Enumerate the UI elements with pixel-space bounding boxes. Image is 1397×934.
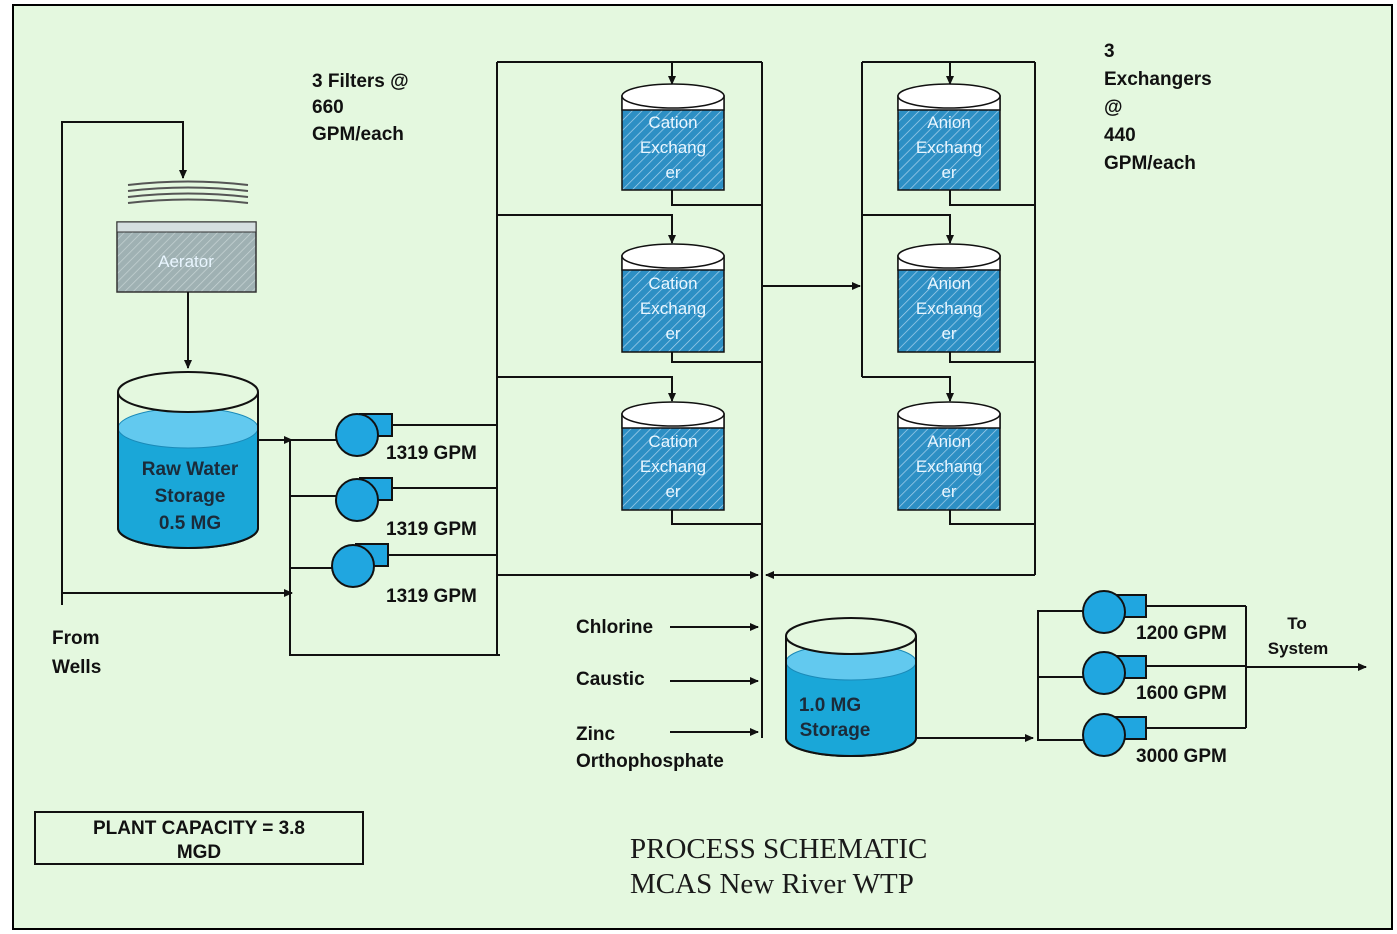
cation-exchanger-2: Cation Exchang er <box>621 243 725 353</box>
service-pump-3 <box>1082 713 1147 757</box>
exchangers-label-line-1: 3 <box>1104 41 1115 62</box>
cation-3-line-2: Exchang <box>640 457 706 476</box>
from-wells-line-1: From <box>52 628 100 649</box>
cation-1-line-1: Cation <box>648 113 697 132</box>
service-pump-1 <box>1082 590 1147 634</box>
service-pump-2-rate: 1600 GPM <box>1136 683 1227 704</box>
anion-exchanger-3: Anion Exchang er <box>897 401 1001 511</box>
finished-storage-line-1: 1.0 MG <box>799 695 861 716</box>
raw-storage-line-3: 0.5 MG <box>159 513 221 534</box>
finished-storage-line-2: Storage <box>800 720 871 741</box>
anion-1-line-3: er <box>941 163 956 182</box>
anion-2-line-2: Exchang <box>916 299 982 318</box>
exchangers-label-line-4: 440 <box>1104 125 1136 146</box>
aerator-label: Aerator <box>158 252 214 271</box>
anion-1-line-1: Anion <box>927 113 970 132</box>
chemical-chlorine: Chlorine <box>576 617 653 638</box>
well-pump-manifold <box>258 62 500 656</box>
aerator: Aerator <box>116 221 257 293</box>
cation-3-line-3: er <box>665 482 680 501</box>
raw-water-storage-tank: Raw Water Storage 0.5 MG <box>117 371 259 549</box>
well-pump-1-rate: 1319 GPM <box>386 443 477 464</box>
well-pump-1 <box>335 413 393 457</box>
service-pump-1-rate: 1200 GPM <box>1136 623 1227 644</box>
chemical-zinc-line-1: Zinc <box>576 724 615 745</box>
exchangers-label-line-5: GPM/each <box>1104 153 1196 174</box>
filters-label-line-2: 660 <box>312 97 344 118</box>
cation-3-line-1: Cation <box>648 432 697 451</box>
plant-capacity-box: PLANT CAPACITY = 3.8 MGD <box>34 811 364 865</box>
chemical-caustic: Caustic <box>576 669 645 690</box>
anion-1-line-2: Exchang <box>916 138 982 157</box>
anion-2-line-1: Anion <box>927 274 970 293</box>
diagram-title-line-1: PROCESS SCHEMATIC <box>630 833 927 865</box>
chemical-zinc-line-2: Orthophosphate <box>576 751 724 772</box>
exchanger-piping <box>497 61 1036 738</box>
cation-2-line-1: Cation <box>648 274 697 293</box>
anion-2-line-3: er <box>941 324 956 343</box>
plant-capacity-line-1: PLANT CAPACITY = 3.8 <box>93 818 305 839</box>
well-pump-2 <box>335 477 393 522</box>
plant-capacity-line-2: MGD <box>177 842 221 863</box>
cation-exchanger-1: Cation Exchang er <box>621 83 725 191</box>
service-pump-3-rate: 3000 GPM <box>1136 746 1227 767</box>
well-pump-2-rate: 1319 GPM <box>386 519 477 540</box>
anion-exchanger-2: Anion Exchang er <box>897 243 1001 353</box>
well-pump-3 <box>331 543 389 588</box>
anion-3-line-2: Exchang <box>916 457 982 476</box>
cation-2-line-2: Exchang <box>640 299 706 318</box>
filters-label-line-3: GPM/each <box>312 124 404 145</box>
well-pump-3-rate: 1319 GPM <box>386 586 477 607</box>
anion-3-line-1: Anion <box>927 432 970 451</box>
anion-exchanger-1: Anion Exchang er <box>897 83 1001 191</box>
raw-storage-line-2: Storage <box>155 486 226 507</box>
exchangers-label-line-2: Exchangers <box>1104 69 1212 90</box>
to-system-line-2: System <box>1268 639 1328 658</box>
service-pump-manifold <box>916 605 1367 742</box>
cation-2-line-3: er <box>665 324 680 343</box>
diagram-title-line-2: MCAS New River WTP <box>630 868 914 900</box>
service-pump-2 <box>1082 651 1147 695</box>
aerator-trays-icon <box>127 180 249 204</box>
cation-exchanger-3: Cation Exchang er <box>621 401 725 511</box>
raw-storage-line-1: Raw Water <box>142 459 239 480</box>
cation-1-line-3: er <box>665 163 680 182</box>
anion-3-line-3: er <box>941 482 956 501</box>
exchangers-label-line-3: @ <box>1104 97 1123 118</box>
from-wells-line-2: Wells <box>52 657 101 678</box>
filters-label-line-1: 3 Filters @ <box>312 71 409 92</box>
cation-1-line-2: Exchang <box>640 138 706 157</box>
well-inlet-pipe <box>61 121 293 605</box>
finished-storage-tank: 1.0 MG Storage <box>785 617 917 757</box>
to-system-line-1: To <box>1287 614 1307 633</box>
